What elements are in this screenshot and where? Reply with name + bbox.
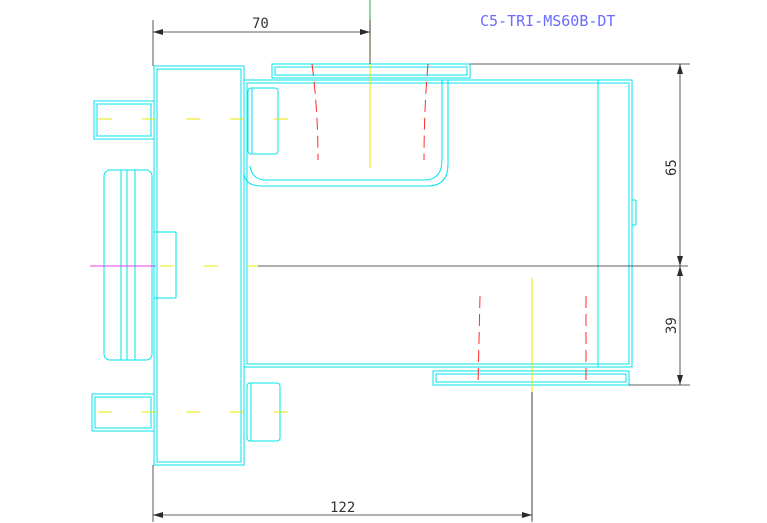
drawing-title: C5-TRI-MS60B-DT — [480, 12, 615, 30]
dimension-right-lower-label: 39 — [664, 317, 680, 334]
lower-cap-plate — [432, 370, 630, 386]
dimension-right: 65 39 — [470, 63, 690, 386]
main-body — [243, 79, 637, 368]
dimension-top: 70 — [152, 16, 371, 66]
dimension-right-upper-label: 65 — [664, 159, 680, 176]
spacer-stack — [103, 169, 153, 361]
upper-cap-plate — [271, 63, 471, 79]
dimension-top-label: 70 — [252, 16, 269, 32]
upper-pocket — [243, 80, 449, 187]
screw-head-upper — [247, 87, 279, 155]
hidden-lines — [311, 63, 587, 386]
dimension-bottom-label: 122 — [330, 500, 355, 516]
bolt-upper — [93, 100, 155, 140]
dimension-bottom: 122 — [152, 392, 533, 522]
